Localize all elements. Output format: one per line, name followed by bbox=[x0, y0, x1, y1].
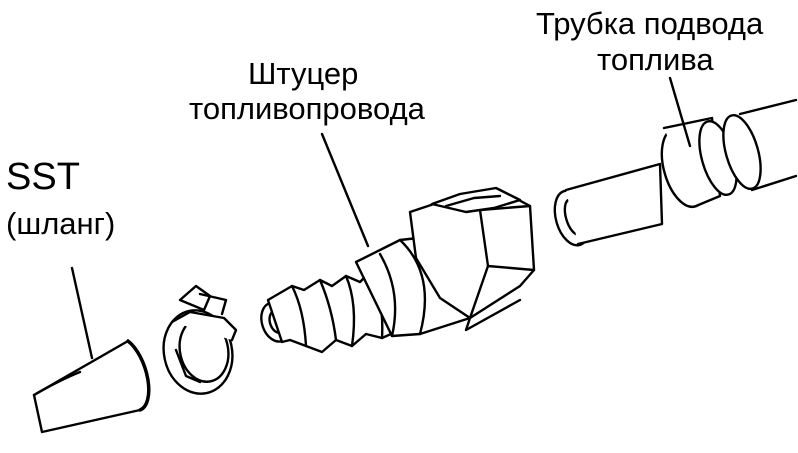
label-fitting-line1: Штуцер bbox=[248, 56, 359, 91]
leader-pipe bbox=[670, 78, 690, 146]
hose-clamp bbox=[156, 286, 240, 400]
sst-hose bbox=[34, 341, 149, 432]
label-pipe-line1: Трубка подвода bbox=[536, 6, 764, 41]
leader-fitting bbox=[322, 134, 368, 246]
label-fitting-line2: топливопровода bbox=[189, 91, 425, 126]
label-sst-hose: (шланг) bbox=[6, 206, 116, 241]
leader-sst bbox=[72, 268, 92, 358]
fuel-pipe bbox=[549, 100, 796, 249]
label-pipe-line2: топлива bbox=[597, 42, 714, 77]
label-sst: SST bbox=[6, 156, 80, 198]
fuel-line-fitting bbox=[257, 188, 534, 352]
